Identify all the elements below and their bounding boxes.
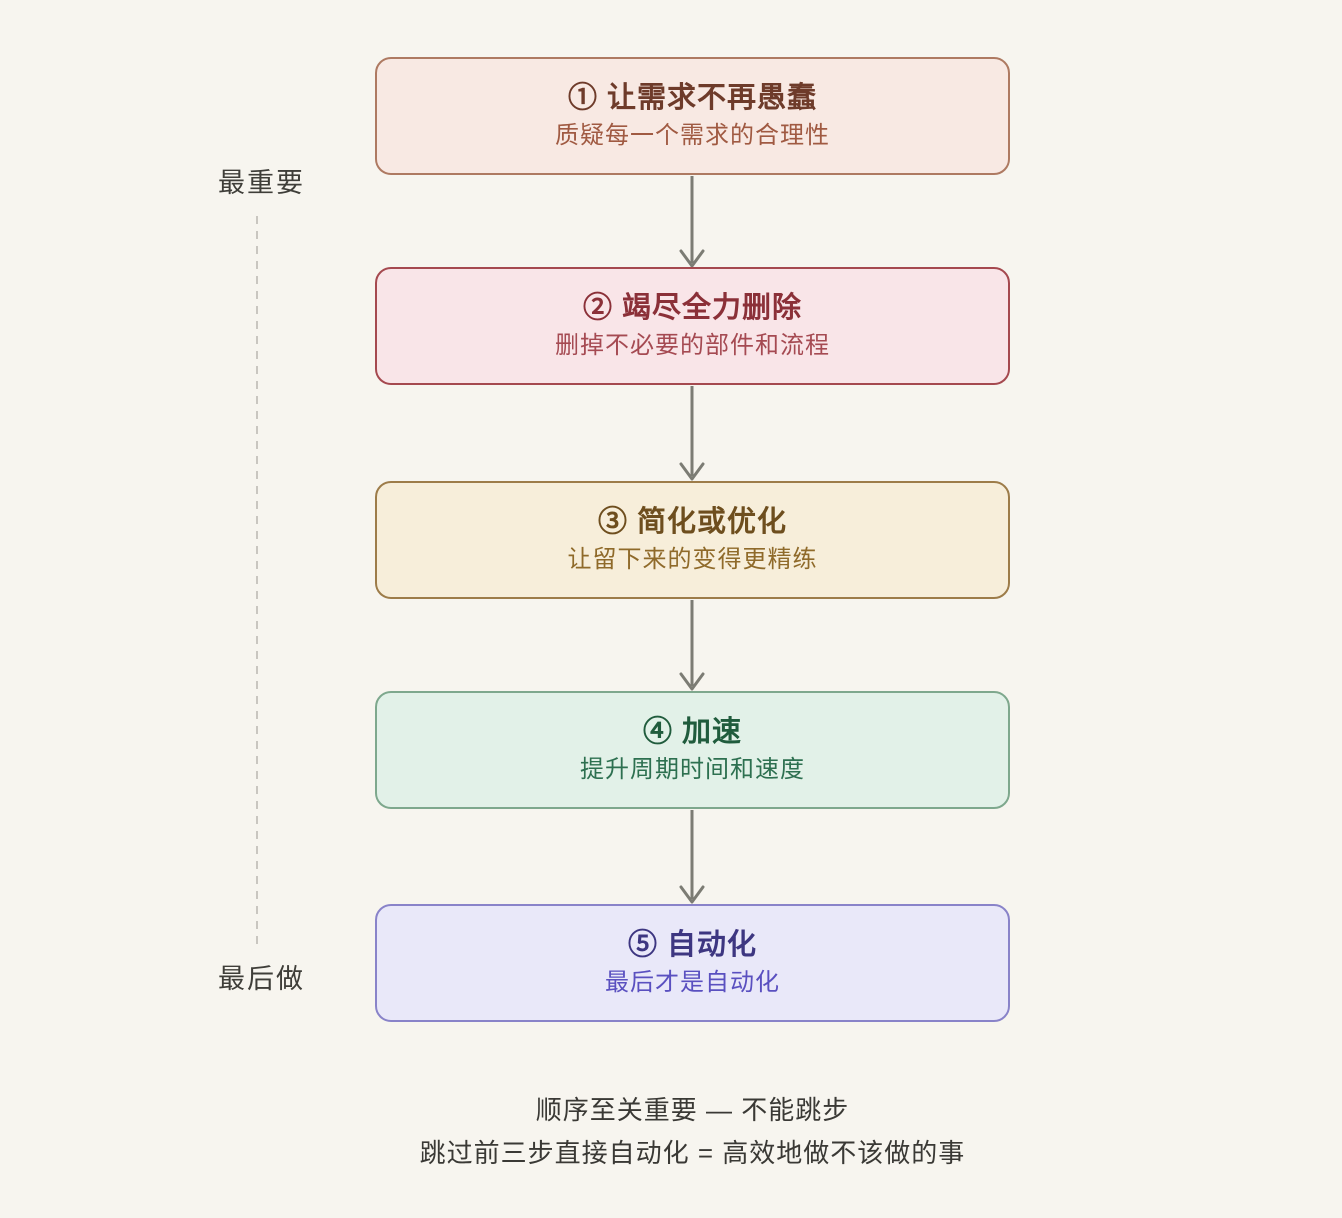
step-box-2: ② 竭尽全力删除 删掉不必要的部件和流程 — [375, 267, 1010, 385]
step-5-subtitle: 最后才是自动化 — [605, 969, 780, 996]
step-2-subtitle: 删掉不必要的部件和流程 — [555, 332, 830, 359]
step-1-title: ① 让需求不再愚蠢 — [567, 82, 818, 114]
step-2-title: ② 竭尽全力删除 — [582, 292, 803, 324]
arrow-down-icon — [679, 176, 705, 268]
step-3-title: ③ 简化或优化 — [597, 506, 788, 538]
flow-arrow-2 — [676, 386, 708, 481]
footer-caption: 顺序至关重要 — 不能跳步 跳过前三步直接自动化 = 高效地做不该做的事 — [375, 1089, 1010, 1175]
flow-arrow-4 — [676, 810, 708, 904]
step-4-title: ④ 加速 — [642, 716, 743, 748]
step-1-subtitle: 质疑每一个需求的合理性 — [555, 122, 830, 149]
footer-caption-line2: 跳过前三步直接自动化 = 高效地做不该做的事 — [419, 1138, 966, 1168]
arrow-down-icon — [679, 810, 705, 904]
arrow-down-icon — [679, 600, 705, 691]
flow-arrow-1 — [676, 176, 708, 268]
step-4-subtitle: 提升周期时间和速度 — [580, 756, 805, 783]
step-box-3: ③ 简化或优化 让留下来的变得更精练 — [375, 481, 1010, 599]
step-box-5: ⑤ 自动化 最后才是自动化 — [375, 904, 1010, 1022]
step-box-1: ① 让需求不再愚蠢 质疑每一个需求的合理性 — [375, 57, 1010, 175]
step-5-title: ⑤ 自动化 — [627, 929, 758, 961]
flow-arrow-3 — [676, 600, 708, 691]
step-box-4: ④ 加速 提升周期时间和速度 — [375, 691, 1010, 809]
priority-dashed-line — [256, 216, 258, 946]
rail-label-most-important: 最重要 — [218, 168, 305, 198]
step-3-subtitle: 让留下来的变得更精练 — [567, 546, 818, 573]
rail-label-do-last: 最后做 — [218, 964, 305, 994]
footer-caption-line1: 顺序至关重要 — 不能跳步 — [535, 1095, 850, 1125]
arrow-down-icon — [679, 386, 705, 481]
